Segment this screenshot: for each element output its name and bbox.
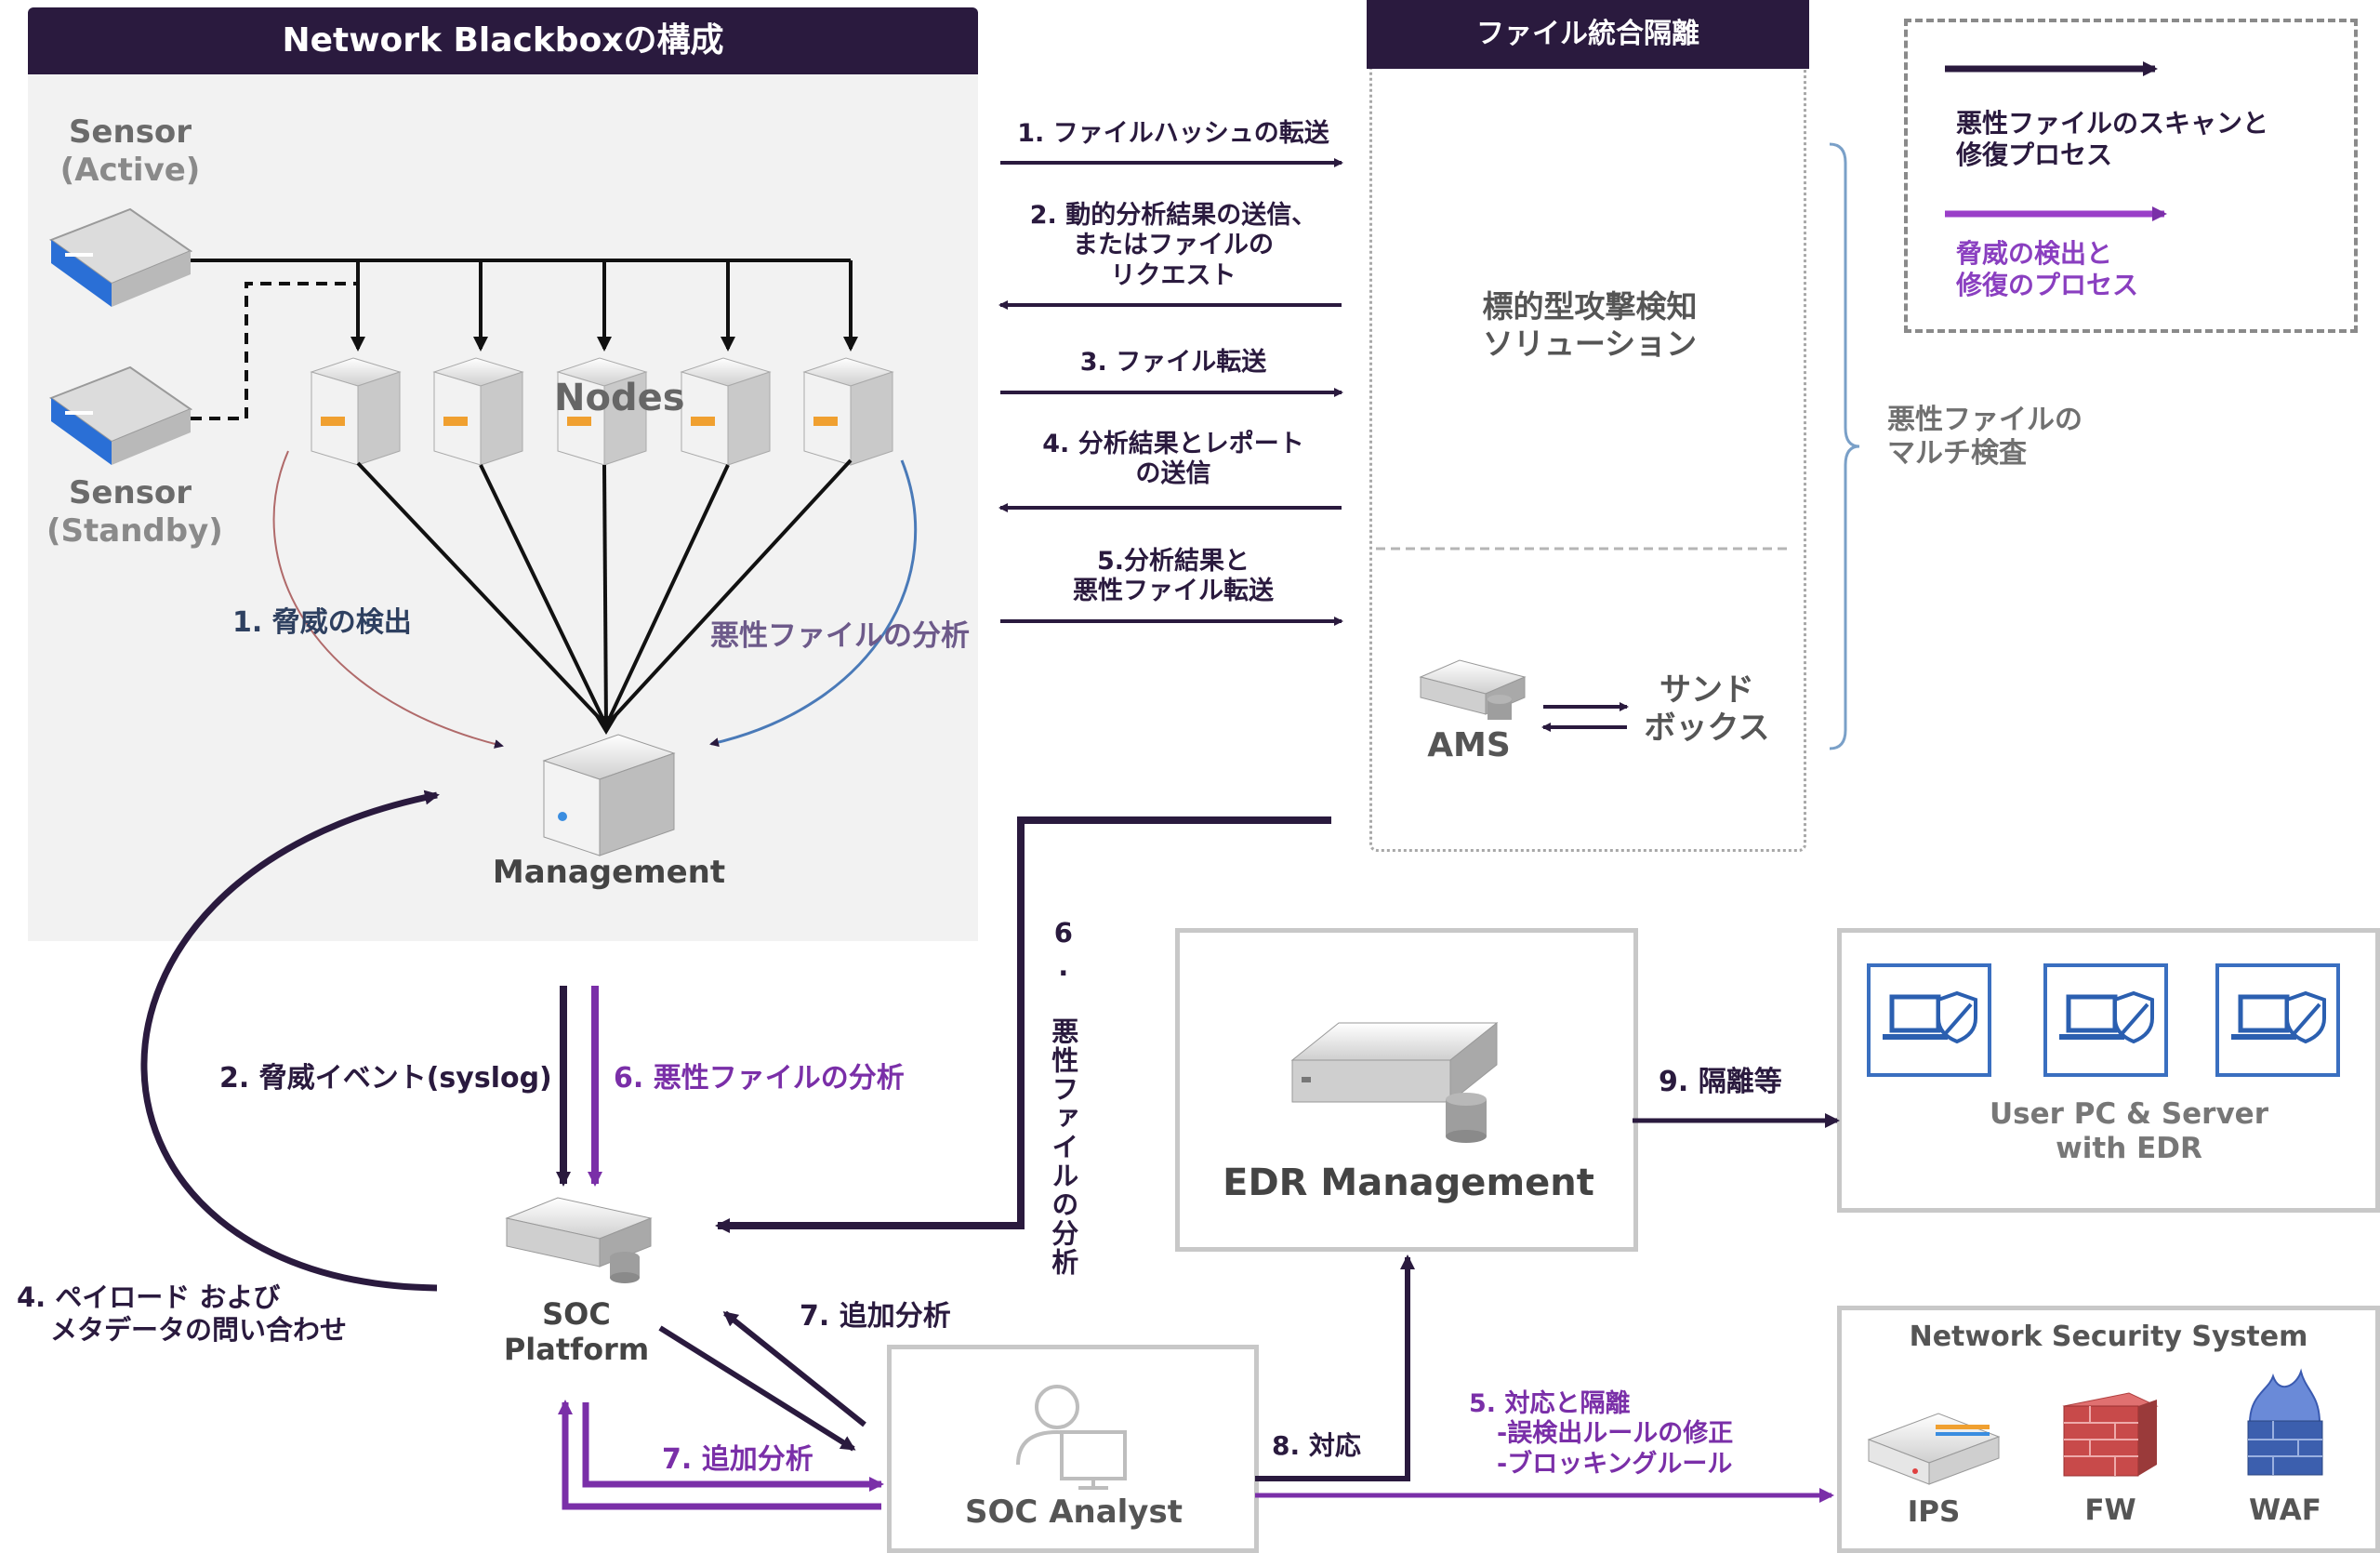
node-server-icon-5 — [802, 357, 894, 466]
response-isolation-line2: -誤検出ルールの修正 — [1497, 1419, 1734, 1449]
sensor-active-icon — [48, 207, 193, 307]
solution-line2: ソリューション — [1482, 325, 1698, 362]
payload-query-line1: 4. ペイロード および — [17, 1281, 281, 1313]
sandbox-line2: ボックス — [1644, 709, 1770, 747]
sensor-standby-icon — [48, 365, 193, 465]
laptop-shield-icon-2 — [2043, 963, 2168, 1077]
step3-label: 3. ファイル転送 — [1079, 348, 1267, 377]
management-label: Management — [492, 854, 726, 891]
payload-query-line2: メタデータの問い合わせ — [50, 1313, 348, 1346]
legend-dark-line1: 悪性ファイルのスキャンと — [1956, 108, 2269, 139]
file-isolation-title: ファイル統合隔離 — [1367, 0, 1809, 69]
step1-label: 1. ファイルハッシュの転送 — [1017, 119, 1329, 148]
waf-icon — [2247, 1368, 2323, 1476]
ams-label: AMS — [1427, 726, 1511, 764]
blackbox-title: Network Blackboxの構成 — [28, 7, 978, 74]
soc-platform-line2: Platform — [503, 1332, 650, 1368]
user-pc-label: User PC & Server with EDR — [1971, 1097, 2287, 1166]
soc-platform-line1: SOC — [542, 1296, 611, 1332]
response-isolation-label: 5. 対応と隔離 -誤検出ルールの修正 -ブロッキングルール — [1469, 1389, 1733, 1480]
sandbox-line1: サンド — [1659, 671, 1754, 709]
sensor-standby-name: Sensor — [68, 474, 192, 511]
legend-box — [1904, 19, 2358, 333]
firewall-brick-icon — [2062, 1392, 2159, 1477]
ips-device-icon — [1867, 1413, 2001, 1485]
soc-analyst-person-icon — [1016, 1385, 1127, 1490]
edr-server-icon — [1290, 1021, 1499, 1143]
node-server-icon-1 — [310, 357, 402, 466]
legend-purple-line2: 修復のプロセス — [1956, 269, 2139, 300]
extra-analysis-purple-label: 7. 追加分析 — [662, 1443, 813, 1476]
multi-inspection-label: 悪性ファイルの マルチ検査 — [1887, 404, 2082, 471]
ips-label: IPS — [1907, 1495, 1961, 1529]
response-isolation-line1: 5. 対応と隔離 — [1469, 1389, 1631, 1418]
solution-line1: 標的型攻撃検知 — [1482, 288, 1698, 325]
multi-inspection-line2: マルチ検査 — [1887, 437, 2027, 470]
edr-management-box — [1175, 928, 1638, 1252]
sensor-active-name: Sensor — [68, 113, 192, 151]
response-isolation-line3: -ブロッキングルール — [1497, 1449, 1733, 1479]
waf-label: WAF — [2249, 1493, 2321, 1527]
ams-server-icon — [1419, 659, 1527, 720]
step5-line1: 5.分析結果と — [1096, 547, 1250, 576]
step2-line1: 2. 動的分析結果の送信、 — [1029, 201, 1317, 230]
step2-line3: リクエスト — [1110, 260, 1236, 290]
sensor-standby-label: Sensor (Standby) — [46, 474, 223, 551]
laptop-shield-icon-1 — [1867, 963, 1991, 1077]
management-server-icon — [542, 734, 676, 856]
multi-inspection-line1: 悪性ファイルの — [1887, 404, 2082, 436]
solution-label: 標的型攻撃検知 ソリューション — [1413, 288, 1766, 362]
step2-label: 2. 動的分析結果の送信、 またはファイルの リクエスト — [1006, 201, 1341, 291]
legend-purple-line1: 脅威の検出と — [1956, 238, 2113, 269]
step4-label: 4. 分析結果とレポート の送信 — [1006, 430, 1341, 490]
malware-analysis-label: 悪性ファイルの分析 — [710, 619, 970, 653]
laptop-shield-icon-3 — [2215, 963, 2340, 1077]
soc-malware-analysis-label: 6. 悪性ファイルの分析 — [614, 1062, 905, 1095]
legend-dark-label: 悪性ファイルのスキャンと 修復プロセス — [1956, 108, 2268, 170]
node-server-icon-3 — [556, 357, 648, 466]
extra-analysis-dark-label: 7. 追加分析 — [800, 1300, 951, 1333]
step5-label: 5.分析結果と 悪性ファイル転送 — [1006, 547, 1341, 607]
step6-vertical-label: 6. 悪性ファイルの分析 — [1047, 917, 1079, 1277]
edr-management-label: EDR Management — [1223, 1161, 1594, 1204]
sensor-active-label: Sensor (Active) — [56, 113, 205, 190]
sandbox-label: サンド ボックス — [1633, 671, 1781, 748]
nss-title: Network Security System — [1909, 1321, 2308, 1353]
step2-line2: またはファイルの — [1073, 231, 1274, 260]
blackbox-panel — [28, 37, 978, 941]
response-label: 8. 対応 — [1272, 1430, 1361, 1461]
isolate-label: 9. 隔離等 — [1659, 1066, 1782, 1098]
threat-detect-label: 1. 脅威の検出 — [232, 606, 412, 639]
payload-query-label: 4. ペイロード および メタデータの問い合わせ — [17, 1281, 347, 1347]
legend-dark-line2: 修復プロセス — [1956, 139, 2113, 170]
node-server-icon-2 — [432, 357, 524, 466]
sensor-active-state: (Active) — [60, 151, 201, 189]
user-pc-line2: with EDR — [2056, 1132, 2202, 1166]
legend-purple-label: 脅威の検出と 修復のプロセス — [1956, 238, 2138, 300]
threat-event-label: 2. 脅威イベント(syslog) — [219, 1062, 552, 1095]
node-server-icon-4 — [680, 357, 772, 466]
step4-line1: 4. 分析結果とレポート — [1042, 430, 1304, 458]
step5-line2: 悪性ファイル転送 — [1073, 577, 1274, 606]
soc-platform-server-icon — [505, 1197, 653, 1283]
user-pc-line1: User PC & Server — [1990, 1097, 2268, 1131]
fw-label: FW — [2084, 1493, 2136, 1527]
step4-line2: の送信 — [1135, 459, 1211, 489]
sensor-standby-state: (Standby) — [46, 511, 223, 550]
soc-platform-label: SOC Platform — [483, 1296, 669, 1368]
nodes-label: Nodes — [554, 377, 685, 419]
soc-analyst-label: SOC Analyst — [965, 1493, 1183, 1531]
